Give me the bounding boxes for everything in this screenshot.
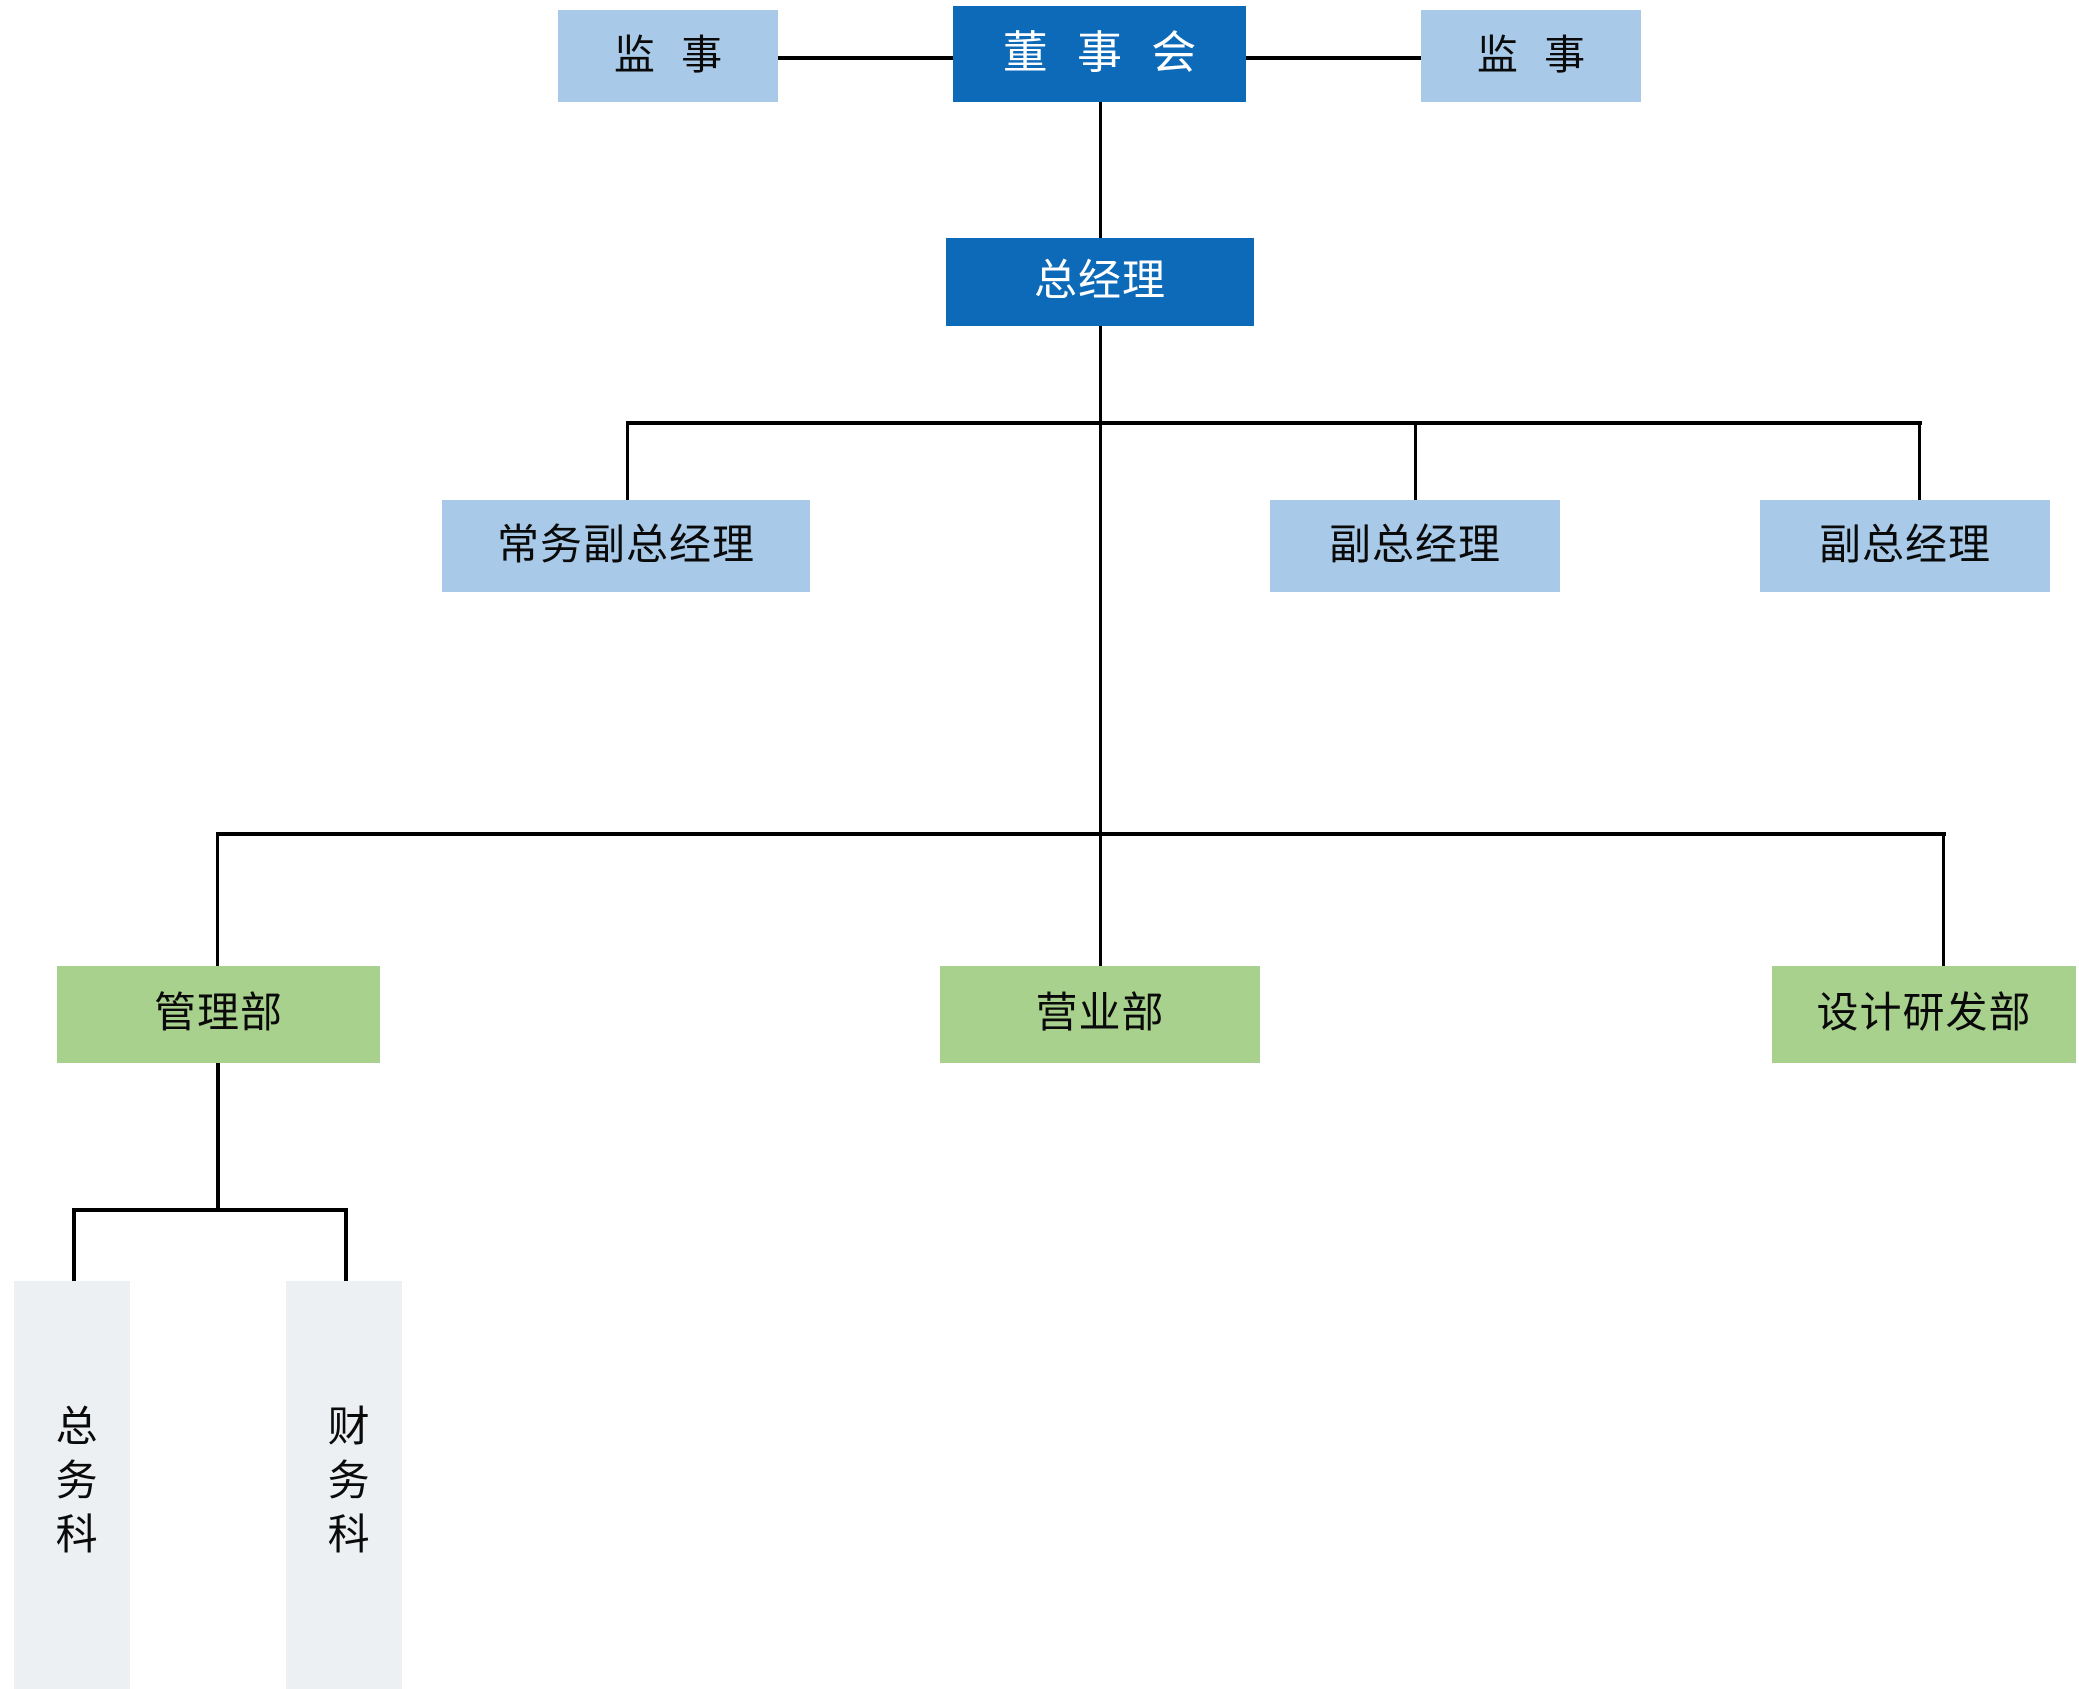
- connector-trunk-management-to-sections: [216, 1063, 220, 1210]
- node-dept-sales-label: 营业部: [1035, 991, 1165, 1038]
- node-exec-deputy-gm[interactable]: 常务副总经理: [442, 500, 810, 592]
- connector-drop-exec-deputy-gm: [626, 421, 629, 501]
- connector-trunk-board-to-gm: [1099, 100, 1102, 240]
- connector-drop-dept-management: [216, 832, 219, 966]
- connector-drop-section-finance: [344, 1208, 348, 1282]
- connector-drop-dept-sales: [1099, 832, 1102, 966]
- node-supervisor-right-label: 监 事: [1476, 32, 1594, 79]
- node-board-of-directors-label: 董 事 会: [1002, 28, 1206, 79]
- connector-bus-deputy-managers: [626, 421, 1922, 425]
- node-exec-deputy-gm-label: 常务副总经理: [496, 522, 755, 569]
- node-section-general-affairs-label: 总务科: [49, 1404, 96, 1566]
- node-supervisor-right[interactable]: 监 事: [1421, 10, 1641, 102]
- connector-bus-departments: [216, 832, 1946, 836]
- connector-drop-section-general-affairs: [72, 1208, 76, 1282]
- node-dept-management-label: 管理部: [153, 991, 283, 1038]
- node-supervisor-left[interactable]: 监 事: [558, 10, 778, 102]
- connector-drop-deputy-gm-1: [1414, 421, 1417, 501]
- node-dept-design-rd[interactable]: 设计研发部: [1772, 966, 2076, 1063]
- connector-board-to-left-supervisor: [776, 56, 956, 60]
- node-dept-design-rd-label: 设计研发部: [1816, 991, 2032, 1038]
- node-supervisor-left-label: 监 事: [613, 32, 731, 79]
- connector-board-to-right-supervisor: [1246, 56, 1422, 60]
- node-dept-sales[interactable]: 营业部: [940, 966, 1260, 1063]
- node-dept-management[interactable]: 管理部: [57, 966, 380, 1063]
- node-general-manager[interactable]: 总经理: [946, 238, 1254, 326]
- connector-trunk-gm-to-departments: [1099, 325, 1102, 835]
- node-deputy-gm-1[interactable]: 副总经理: [1270, 500, 1560, 592]
- node-section-finance[interactable]: 财务科: [286, 1281, 402, 1689]
- node-section-finance-label: 财务科: [321, 1404, 368, 1566]
- node-deputy-gm-2[interactable]: 副总经理: [1760, 500, 2050, 592]
- node-section-general-affairs[interactable]: 总务科: [14, 1281, 130, 1689]
- node-deputy-gm-2-label: 副总经理: [1818, 522, 1991, 569]
- connector-drop-dept-design-rd: [1942, 832, 1945, 966]
- connector-bus-sections: [72, 1208, 348, 1212]
- node-deputy-gm-1-label: 副总经理: [1328, 522, 1501, 569]
- node-general-manager-label: 总经理: [1034, 258, 1166, 306]
- node-board-of-directors[interactable]: 董 事 会: [953, 6, 1246, 102]
- connector-drop-deputy-gm-2: [1918, 421, 1921, 501]
